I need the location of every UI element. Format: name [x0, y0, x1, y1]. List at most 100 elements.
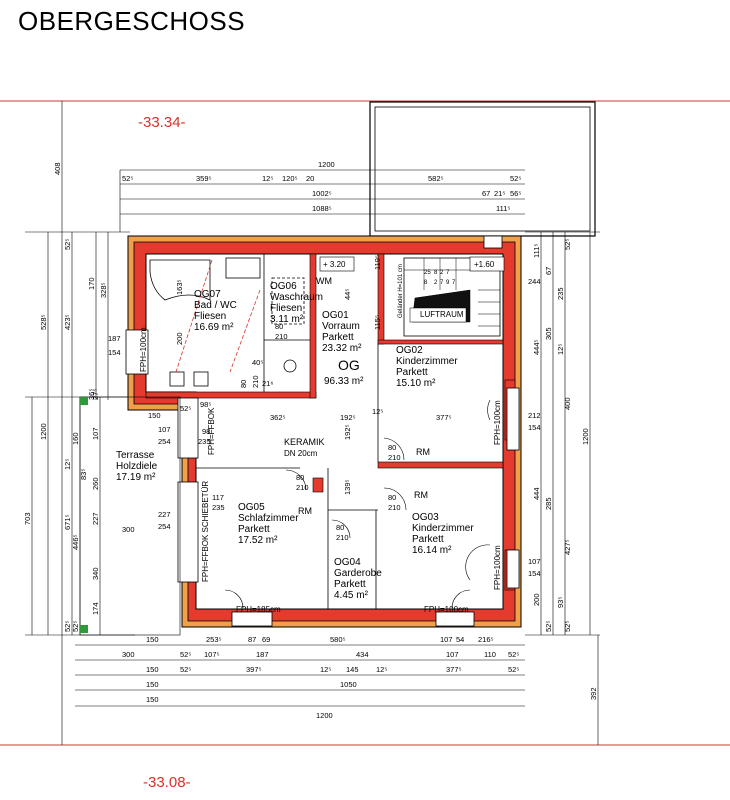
svg-text:154: 154	[528, 569, 541, 578]
rm-label-3: RM	[298, 506, 312, 516]
room-labels: OG07 Bad / WC Fliesen 16.69 m² OG06 Wasc…	[116, 281, 474, 601]
drain-icon	[283, 359, 297, 373]
toilet-icon	[169, 371, 185, 387]
svg-text:216⁵: 216⁵	[478, 635, 494, 644]
svg-text:87: 87	[248, 635, 256, 644]
luftraum-label: LUFTRAUM	[420, 310, 464, 319]
room-og03-area: 16.14 m²	[412, 545, 452, 556]
svg-text:21⁵: 21⁵	[494, 189, 505, 198]
room-og03-name: Kinderzimmer	[412, 523, 474, 534]
svg-text:98⁵: 98⁵	[200, 400, 211, 409]
svg-text:210: 210	[388, 503, 401, 512]
room-og05-name: Schlafzimmer	[238, 513, 299, 524]
svg-text:52⁵: 52⁵	[122, 174, 133, 183]
svg-text:150: 150	[146, 680, 159, 689]
svg-text:67: 67	[482, 189, 490, 198]
svg-text:235: 235	[556, 287, 565, 300]
room-og02-floor: Parkett	[396, 367, 428, 378]
room-og06-floor: Fliesen	[270, 303, 302, 314]
svg-text:187: 187	[256, 650, 269, 659]
svg-text:8: 8	[434, 270, 438, 276]
svg-text:427⁵: 427⁵	[563, 539, 572, 555]
svg-text:154: 154	[528, 423, 541, 432]
corner-bathtub-icon	[149, 259, 211, 301]
svg-text:80: 80	[296, 473, 304, 482]
svg-text:174: 174	[91, 602, 100, 615]
svg-text:210: 210	[388, 453, 401, 462]
room-og04-area: 4.45 m²	[334, 590, 369, 601]
svg-text:580⁵: 580⁵	[330, 635, 346, 644]
svg-text:1088⁵: 1088⁵	[312, 204, 332, 213]
room-og03-floor: Parkett	[412, 534, 444, 545]
svg-text:111⁵: 111⁵	[532, 243, 541, 258]
svg-text:107: 107	[528, 557, 541, 566]
svg-text:1200: 1200	[581, 428, 590, 445]
room-og06-name: Waschraum	[270, 292, 323, 303]
room-og06-area: 3.11 m²	[270, 314, 304, 325]
svg-text:285: 285	[544, 497, 553, 510]
balcony-inner	[374, 106, 591, 232]
svg-text:1050: 1050	[340, 680, 357, 689]
svg-text:36⁵: 36⁵	[87, 389, 96, 400]
terrace-floor: Holzdiele	[116, 461, 158, 472]
partitions	[196, 254, 379, 609]
svg-text:210: 210	[251, 375, 260, 388]
svg-text:377⁵: 377⁵	[436, 413, 452, 422]
svg-text:52⁵: 52⁵	[508, 665, 519, 674]
svg-text:107: 107	[91, 427, 100, 440]
svg-text:83⁵: 83⁵	[79, 469, 88, 480]
room-og07-name: Bad / WC	[194, 300, 237, 311]
svg-text:7: 7	[446, 270, 450, 276]
inner-dimension-labels: 163⁵ 200 187 154 80 210 40⁵ 80 210 21⁶ 9…	[122, 255, 456, 542]
svg-text:703: 703	[23, 512, 32, 525]
svg-text:300: 300	[122, 525, 135, 534]
svg-text:110: 110	[484, 650, 496, 659]
svg-text:170: 170	[87, 277, 96, 290]
room-og02-name: Kinderzimmer	[396, 356, 458, 367]
svg-text:40⁵: 40⁵	[252, 358, 263, 367]
svg-text:210: 210	[275, 332, 288, 341]
svg-text:528⁵: 528⁵	[39, 314, 48, 330]
bottom-dimension-labels: 150 253⁵ 87 69 580⁵ 107 54 216⁵ 300 52⁵ …	[122, 635, 519, 720]
ffbok-label-1: FPH=FFBOK	[207, 407, 216, 455]
svg-text:1200: 1200	[316, 711, 333, 720]
room-og06-id: OG06	[270, 281, 297, 292]
svg-text:80: 80	[336, 523, 344, 532]
svg-text:408: 408	[53, 162, 62, 175]
svg-text:8: 8	[424, 280, 428, 286]
svg-text:444⁵: 444⁵	[532, 339, 541, 355]
svg-text:52⁵: 52⁵	[180, 650, 191, 659]
svg-text:52⁵: 52⁵	[563, 621, 572, 632]
svg-text:145: 145	[346, 665, 359, 674]
balcony-outline	[369, 101, 596, 237]
svg-text:254: 254	[158, 522, 171, 531]
svg-text:111⁵: 111⁵	[496, 204, 511, 213]
level-label-top: -33.34-	[138, 114, 186, 131]
svg-text:7: 7	[452, 280, 456, 286]
gelaender-label: Geländer H=101 cm	[398, 264, 404, 318]
room-og02-area: 15.10 m²	[396, 378, 436, 389]
windows	[125, 235, 520, 627]
svg-text:212: 212	[528, 411, 541, 420]
room-og01-name: Vorraum	[322, 321, 360, 332]
svg-text:150: 150	[146, 695, 159, 704]
misc-labels: WM LUFTRAUM KERAMIK DN 20cm + 3.20 +1.60…	[139, 260, 502, 614]
svg-text:244: 244	[528, 277, 541, 286]
svg-text:2: 2	[434, 280, 438, 286]
svg-text:80: 80	[388, 443, 396, 452]
wm-label: WM	[316, 276, 332, 286]
ceramic-label: KERAMIK	[284, 437, 325, 447]
svg-text:150: 150	[146, 665, 159, 674]
room-og07-id: OG07	[194, 289, 221, 300]
svg-text:52⁵: 52⁵	[508, 650, 519, 659]
svg-text:80: 80	[388, 493, 396, 502]
svg-text:119⁵: 119⁵	[373, 255, 382, 270]
chimney-icon	[312, 477, 324, 493]
svg-text:139⁵: 139⁵	[343, 479, 352, 495]
svg-text:12⁵: 12⁵	[376, 665, 387, 674]
room-og07-area: 16.69 m²	[194, 322, 234, 333]
page-title: OBERGESCHOSS	[18, 6, 246, 36]
svg-text:12⁵: 12⁵	[63, 459, 72, 470]
svg-text:328⁵: 328⁵	[99, 282, 108, 298]
